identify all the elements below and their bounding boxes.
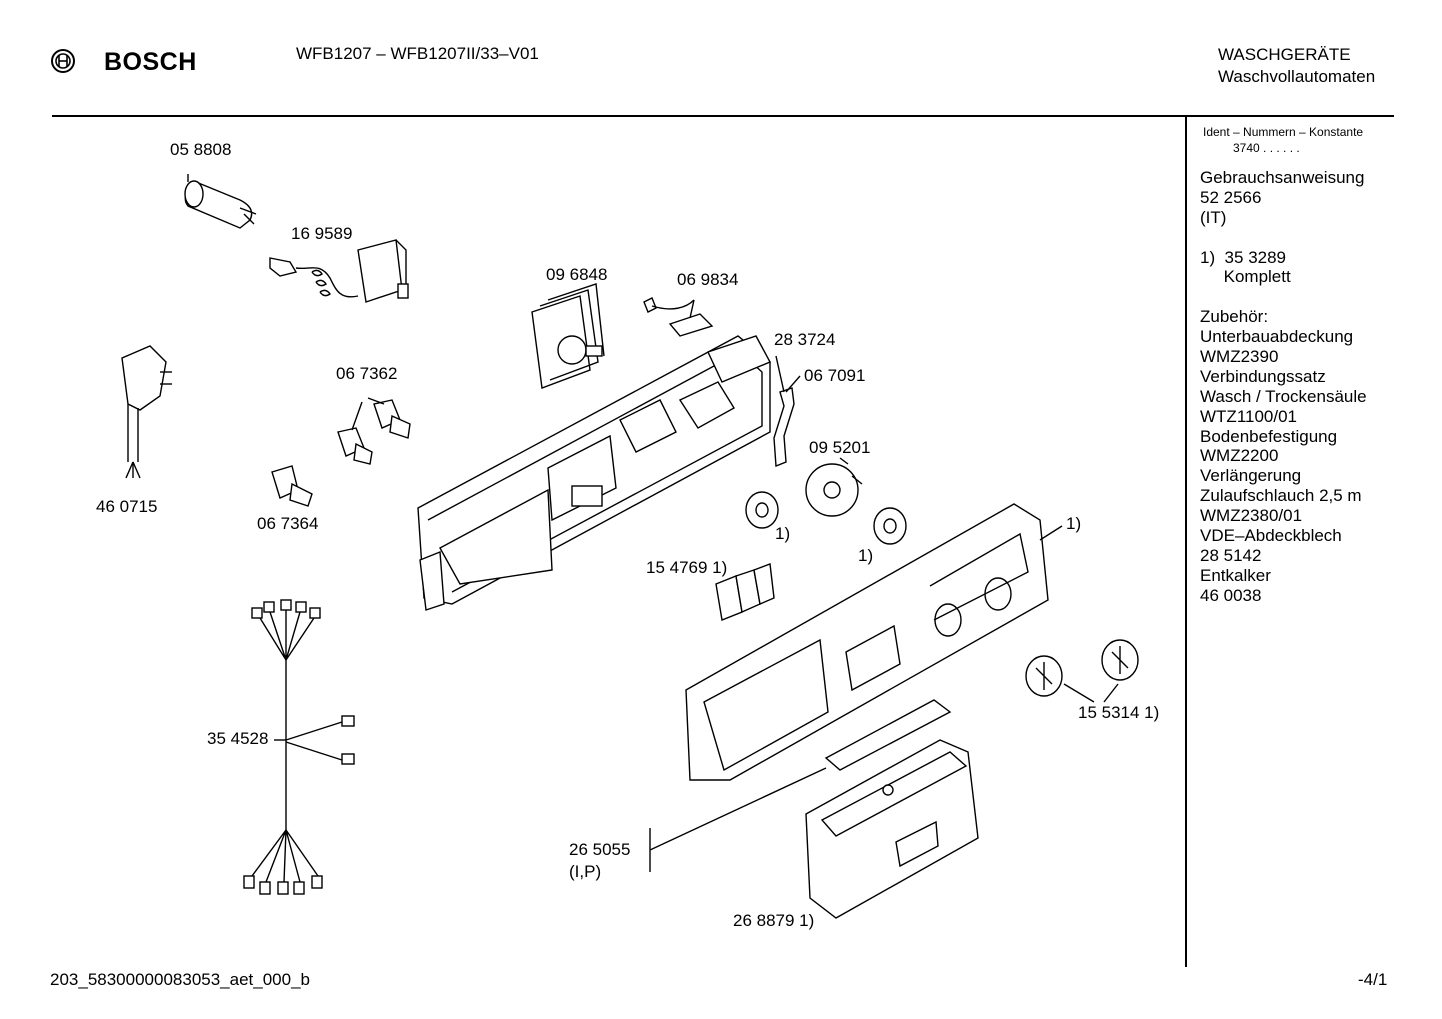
sidebar-line: 46 0038: [1200, 585, 1262, 605]
knob-carrier-part: [805, 457, 863, 517]
model-title: WFB1207 – WFB1207II/33–V01: [296, 44, 539, 63]
push-buttons-part: [715, 563, 775, 621]
sidebar-line: (IT): [1200, 207, 1227, 227]
sidebar-line: WMZ2380/01: [1200, 506, 1303, 526]
sidebar-line: Unterbauabdeckung: [1200, 327, 1354, 347]
part-label: 15 5314 1): [1078, 703, 1160, 722]
light-guide-part: [773, 375, 801, 468]
category-title: WASCHGERÄTE: [1218, 45, 1351, 64]
mains-plug-part: [121, 345, 172, 479]
sidebar-line: Gebrauchsanweisung: [1200, 168, 1365, 187]
sidebar-divider: [1185, 117, 1187, 967]
brand-name: BOSCH: [104, 48, 197, 76]
sidebar-line: Komplett: [1200, 267, 1291, 287]
sidebar-line: VDE–Abdeckblech: [1200, 526, 1342, 546]
indicator-lamp-part: [643, 297, 714, 337]
switch-part-a: [337, 397, 411, 465]
sidebar-line: WMZ2390: [1200, 347, 1279, 367]
ident-value: 3740 . . . . . .: [1233, 141, 1300, 155]
part-label: 26 8879 1): [733, 911, 815, 930]
page-number: -4/1: [1358, 970, 1388, 989]
header-divider: [52, 115, 1394, 117]
control-panel-frame-part: [417, 335, 771, 611]
sidebar-line: Wasch / Trockensäule: [1200, 386, 1367, 406]
wiring-harness-part: [243, 599, 355, 895]
category-subtitle: Waschvollautomaten: [1218, 67, 1376, 86]
part-label: 1): [858, 546, 874, 565]
part-label: 1): [1066, 514, 1082, 533]
sidebar-line: Zubehör:: [1200, 307, 1269, 327]
ident-label: Ident – Nummern – Konstante: [1203, 125, 1364, 139]
sidebar-line: Zulaufschlauch 2,5 m: [1200, 486, 1362, 506]
cover-strip-part: [824, 699, 952, 771]
part-label: 09 5201: [809, 438, 871, 457]
part-label: 28 3724: [774, 330, 836, 349]
document-id: 203_58300000083053_aet_000_b: [50, 970, 310, 989]
part-label: 16 9589: [291, 224, 353, 243]
detergent-drawer-part: [805, 739, 979, 919]
thermostat-part: [269, 239, 409, 303]
part-label: (I,P): [569, 862, 602, 881]
sidebar-line: Verlängerung: [1200, 466, 1302, 486]
sidebar-line: Bodenbefestigung: [1200, 426, 1338, 446]
part-label: 06 7091: [804, 366, 866, 385]
capacitor-part: [184, 174, 257, 229]
part-label: 05 8808: [170, 140, 232, 159]
switch-part-b: [271, 465, 313, 507]
part-label: 06 7364: [257, 514, 319, 533]
sidebar-line: WMZ2200: [1200, 446, 1279, 466]
part-label: 06 7362: [336, 364, 398, 383]
part-label: 06 9834: [677, 270, 739, 289]
front-fascia-part: [685, 503, 1049, 781]
program-timer-part: [531, 283, 605, 389]
knob-small-a-part: [745, 491, 779, 529]
bosch-logo-icon: [50, 48, 76, 79]
sidebar-line: 28 5142: [1200, 545, 1262, 565]
part-label: 26 5055: [569, 840, 631, 859]
part-label: 1): [775, 524, 791, 543]
part-label: 09 6848: [546, 265, 608, 284]
program-knob-part-b: [1101, 639, 1139, 681]
sidebar-line: Verbindungssatz: [1200, 366, 1326, 386]
sidebar-line: Entkalker: [1200, 565, 1271, 585]
knob-small-b-part: [873, 507, 907, 545]
sidebar-line: WTZ1100/01: [1200, 406, 1298, 426]
sidebar-line: 1) 35 3289: [1200, 247, 1287, 267]
program-knob-part-a: [1025, 655, 1063, 697]
part-label: 35 4528: [207, 729, 269, 748]
sidebar-line: 52 2566: [1200, 187, 1262, 207]
part-label: 15 4769 1): [646, 558, 728, 577]
part-label: 46 0715: [96, 497, 158, 516]
